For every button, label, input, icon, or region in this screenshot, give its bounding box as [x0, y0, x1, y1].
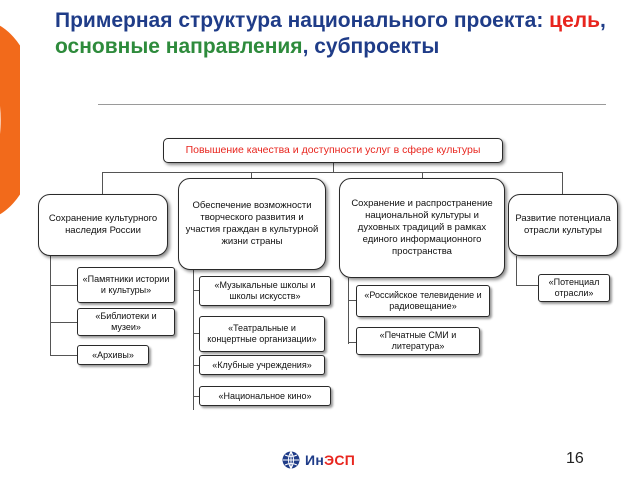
dir2-branch	[193, 270, 194, 410]
subproject-music-schools: «Музыкальные школы и школы искусств»	[199, 276, 331, 306]
direction-national-culture: Сохранение и распространение национально…	[339, 178, 505, 278]
dir3-drop	[422, 172, 423, 178]
dir3-tick-2	[348, 342, 356, 343]
goal-box: Повышение качества и доступности услуг в…	[163, 138, 503, 163]
decorative-arcs	[0, 25, 20, 215]
title-divider	[98, 104, 606, 105]
dir2-tick-3	[193, 365, 199, 366]
dir1-drop	[102, 172, 103, 194]
subproject-tv-radio: «Российское телевидение и радиовещание»	[356, 285, 490, 317]
subproject-monuments: «Памятники истории и культуры»	[77, 267, 175, 303]
subproject-national-cinema: «Национальное кино»	[199, 386, 331, 406]
inesp-logo: ИнЭСП	[281, 449, 361, 471]
globe-icon	[282, 451, 300, 469]
dir4-branch	[516, 256, 517, 286]
page-title: Примерная структура национального проект…	[55, 8, 615, 60]
dir4-drop	[562, 172, 563, 194]
page-number: 16	[566, 450, 584, 467]
subproject-print-media: «Печатные СМИ и литература»	[356, 327, 480, 355]
dir1-tick-3	[50, 355, 77, 356]
dir1-tick-2	[50, 322, 77, 323]
title-goal-word: цель	[549, 9, 601, 32]
goal-connector	[333, 162, 334, 172]
dir3-tick-1	[348, 300, 356, 301]
title-part-1: Примерная структура национального проект…	[55, 9, 550, 32]
subproject-libraries-museums: «Библиотеки и музеи»	[77, 308, 175, 336]
dir2-tick-1	[193, 290, 199, 291]
subproject-archives: «Архивы»	[77, 345, 149, 365]
dir2-tick-4	[193, 396, 199, 397]
direction-creative-development: Обеспечение возможности творческого разв…	[178, 178, 326, 270]
direction-heritage: Сохранение культурного наследия России	[38, 194, 168, 256]
title-sep: ,	[600, 9, 606, 32]
dir4-tick-1	[516, 285, 538, 286]
subproject-industry-potential: «Потенциал отрасли»	[538, 274, 610, 302]
dir3-branch	[348, 278, 349, 344]
directions-bus	[102, 172, 562, 173]
subproject-clubs: «Клубные учреждения»	[199, 355, 325, 375]
dir1-tick-1	[50, 285, 77, 286]
subproject-theatres: «Театральные и концертные организации»	[199, 316, 325, 352]
dir2-tick-2	[193, 333, 199, 334]
direction-industry-potential: Развитие потенциала отрасли культуры	[508, 194, 618, 256]
dir2-drop	[251, 172, 252, 178]
title-subprojects-word: , субпроекты	[302, 35, 440, 58]
logo-text-part-2: ЭСП	[324, 452, 356, 468]
title-directions-word: основные направления	[55, 35, 303, 58]
dir1-branch	[50, 256, 51, 356]
logo-text-part-1: Ин	[305, 452, 325, 468]
